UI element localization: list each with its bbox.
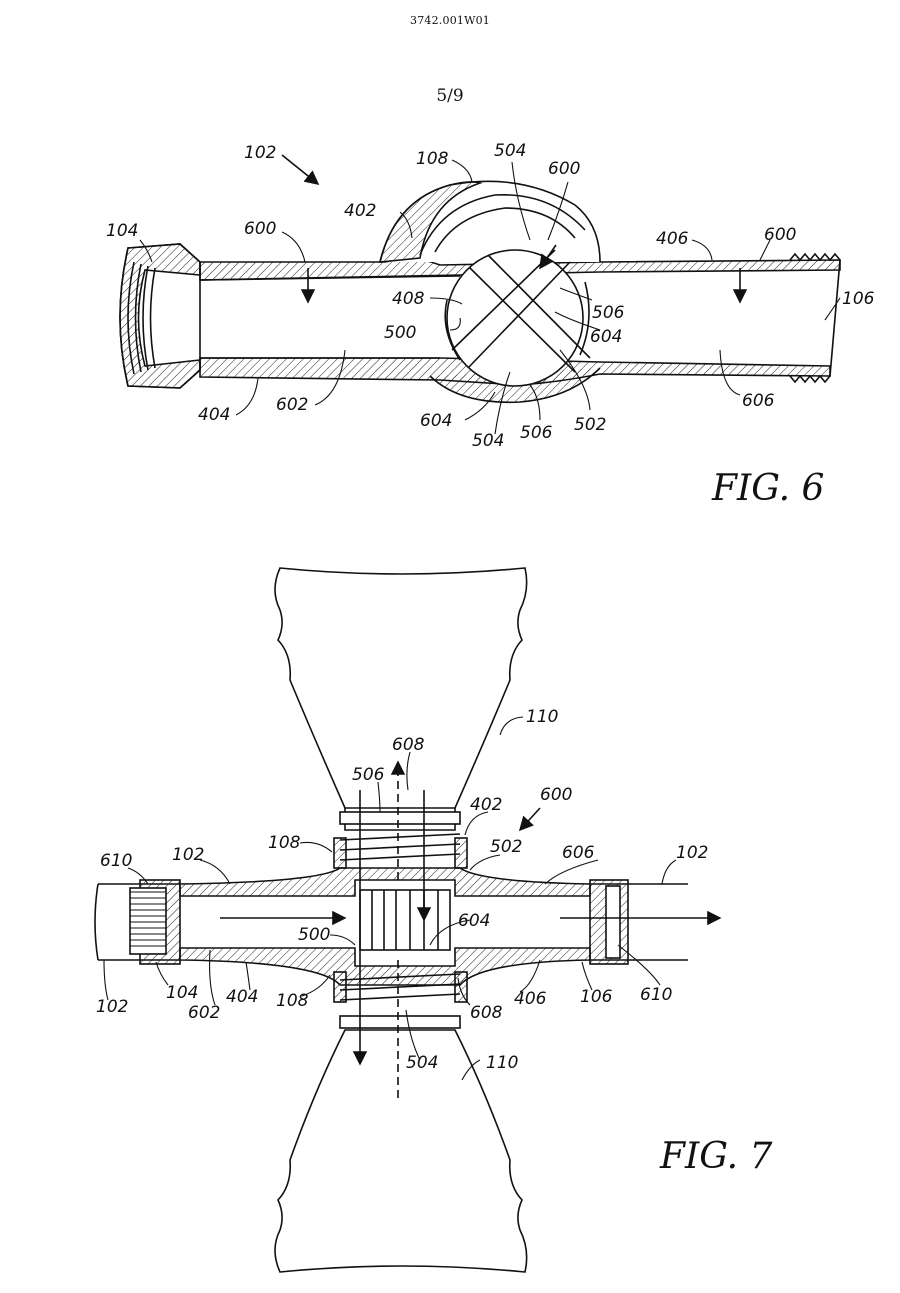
fig6-ref-604-right: 604 (590, 327, 622, 347)
fig7-top-collar (339, 811, 461, 825)
fig6-nut-threads (127, 261, 156, 375)
fig7-caption: FIG. 7 (659, 1136, 773, 1177)
fig6-labels: 102 104 108 504 600 402 406 600 600 106 … (106, 141, 875, 509)
fig6-ref-108: 108 (416, 149, 449, 169)
fig7-ref-608-top: 608 (392, 735, 425, 755)
fig6-caption: FIG. 6 (711, 468, 824, 509)
fig7-bottom-collar (339, 1015, 461, 1029)
fig6-ref-404: 404 (198, 405, 230, 425)
fig6-leaders (139, 159, 841, 435)
fig7-drawing (94, 567, 722, 1273)
fig7-valve-core-lines (371, 890, 439, 950)
fig6-ref-406: 406 (656, 229, 689, 249)
fig7-labels: 110 608 506 402 600 108 502 606 102 610 … (96, 707, 773, 1177)
fig6-ref-506-bottom: 506 (520, 423, 553, 443)
fig7-top-seal-r (454, 837, 468, 869)
fig6-ref-600-top: 600 (548, 159, 580, 179)
fig6-ref-602: 602 (276, 395, 308, 415)
fig7-ref-102-right: 102 (676, 843, 708, 863)
fig7-valve-core (359, 889, 451, 951)
fig7-ref-108-top: 108 (268, 833, 301, 853)
document-id: 3742.001W01 (410, 14, 490, 27)
fig7-ref-610-right: 610 (640, 985, 672, 1005)
fig7-ref-602: 602 (188, 1003, 220, 1023)
fig7-leaders (103, 716, 677, 1081)
fig6-ref-504-top: 504 (494, 141, 526, 161)
fig6-ball-chamfer (444, 281, 590, 361)
fig6-ball-passage-a (469, 254, 591, 373)
fig6-ref-504-bottom: 504 (472, 431, 504, 451)
fig7-manifold-bottom-hatch (179, 947, 591, 986)
fig7-ref-504: 504 (406, 1053, 438, 1073)
fig7-ref-600: 600 (540, 785, 572, 805)
fig7-left-threads-610 (129, 887, 167, 955)
fig7-bottom-bottle (274, 1029, 528, 1273)
fig7-bottom-seal-l (333, 971, 347, 1003)
fig6-ref-106: 106 (842, 289, 875, 309)
fig6-bore-top (199, 275, 461, 281)
fig7-right-seal-610 (605, 885, 621, 959)
fig7-ref-108-bottom: 108 (276, 991, 309, 1011)
fig6-ref-506-top: 506 (592, 303, 625, 323)
fig7-ref-500: 500 (298, 925, 330, 945)
fig6-drawing (119, 154, 841, 435)
fig7-ref-608-bottom: 608 (470, 1003, 503, 1023)
fig6-ref-600-left: 600 (244, 219, 276, 239)
fig7-left-thread-lines (130, 891, 166, 947)
fig7-top-threads (339, 833, 461, 861)
fig6-ref-606: 606 (742, 391, 775, 411)
fig7-ref-606: 606 (562, 843, 595, 863)
fig7-ref-406: 406 (514, 989, 547, 1009)
fig7-top-bottle (274, 567, 528, 809)
fig6-arrow-102 (281, 154, 320, 186)
fig6-dome-ring (419, 193, 586, 256)
fig6-ref-104: 104 (106, 221, 138, 241)
fig7-ref-610-left: 610 (100, 851, 132, 871)
fig6-ref-502: 502 (574, 415, 606, 435)
fig6-ball-passage-b (451, 249, 571, 369)
fig6-flow-arrow-valve (539, 244, 557, 270)
page-number: 5/9 (436, 86, 464, 106)
fig7-ref-404: 404 (226, 987, 258, 1007)
fig7-top-seal-l (333, 837, 347, 869)
fig6-ref-500: 500 (384, 323, 416, 343)
fig7-ref-106: 106 (580, 987, 613, 1007)
fig6-ref-600-right: 600 (764, 225, 796, 245)
fig7-ref-402: 402 (470, 795, 502, 815)
fig6-ref-102: 102 (244, 143, 276, 163)
fig6-ref-402: 402 (344, 201, 376, 221)
fig6-right-end (829, 259, 841, 377)
fig6-right-threads (789, 252, 841, 384)
fig7-bottom-seal-r (454, 971, 468, 1003)
fig6-ref-604-bottom: 604 (420, 411, 452, 431)
fig7-ref-502: 502 (490, 837, 522, 857)
fig7-ref-102-top: 102 (172, 845, 204, 865)
fig7-ref-604: 604 (458, 911, 490, 931)
fig6-ref-408: 408 (392, 289, 425, 309)
fig7-ref-110-top: 110 (526, 707, 558, 727)
fig7-ref-110-bottom: 110 (486, 1053, 518, 1073)
fig7-ref-102-left: 102 (96, 997, 128, 1017)
fig7-ref-506: 506 (352, 765, 385, 785)
fig7-arrow-600 (518, 807, 541, 832)
fig7-ref-104: 104 (166, 983, 198, 1003)
